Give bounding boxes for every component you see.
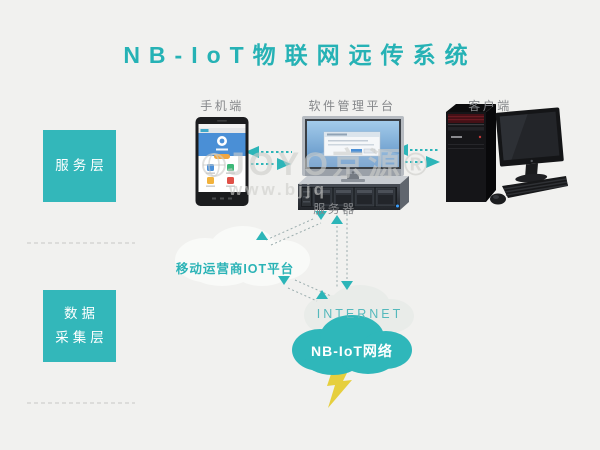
client-node-label: 客户端	[468, 99, 512, 113]
service-layer-box: 服务层	[43, 130, 116, 202]
mobile-phone-image	[195, 117, 249, 206]
carrier-cloud-shape	[175, 226, 310, 286]
connector-carrier-internet	[278, 276, 332, 302]
connector-server-carrier	[256, 211, 327, 246]
server-image	[298, 116, 409, 210]
carrier-cloud-label: 移动运营商IOT平台	[175, 262, 295, 276]
mobile-node-label: 手机端	[200, 99, 244, 113]
data-collection-label-line2: 采集层	[55, 330, 108, 345]
platform-node-label: 软件管理平台	[308, 99, 396, 113]
arrow-phone-server	[245, 146, 292, 170]
page-title: NB-IoT物联网远传系统	[123, 42, 477, 68]
service-layer-label: 服务层	[55, 158, 108, 173]
connector-server-internet	[331, 214, 353, 290]
data-collection-layer-box: 数据 采集层	[43, 290, 116, 362]
lightning-bolt-icon	[327, 365, 352, 408]
layer-separator-lines	[27, 242, 135, 404]
nbiot-cloud-label: NB-IoT网络	[311, 343, 393, 359]
nbiot-cloud-shape	[292, 315, 412, 375]
server-node-label: 服务器	[313, 202, 357, 216]
internet-cloud-label: INTERNET	[316, 307, 404, 321]
data-collection-label-line1: 数据	[64, 306, 99, 321]
desktop-computer-image	[446, 104, 568, 205]
